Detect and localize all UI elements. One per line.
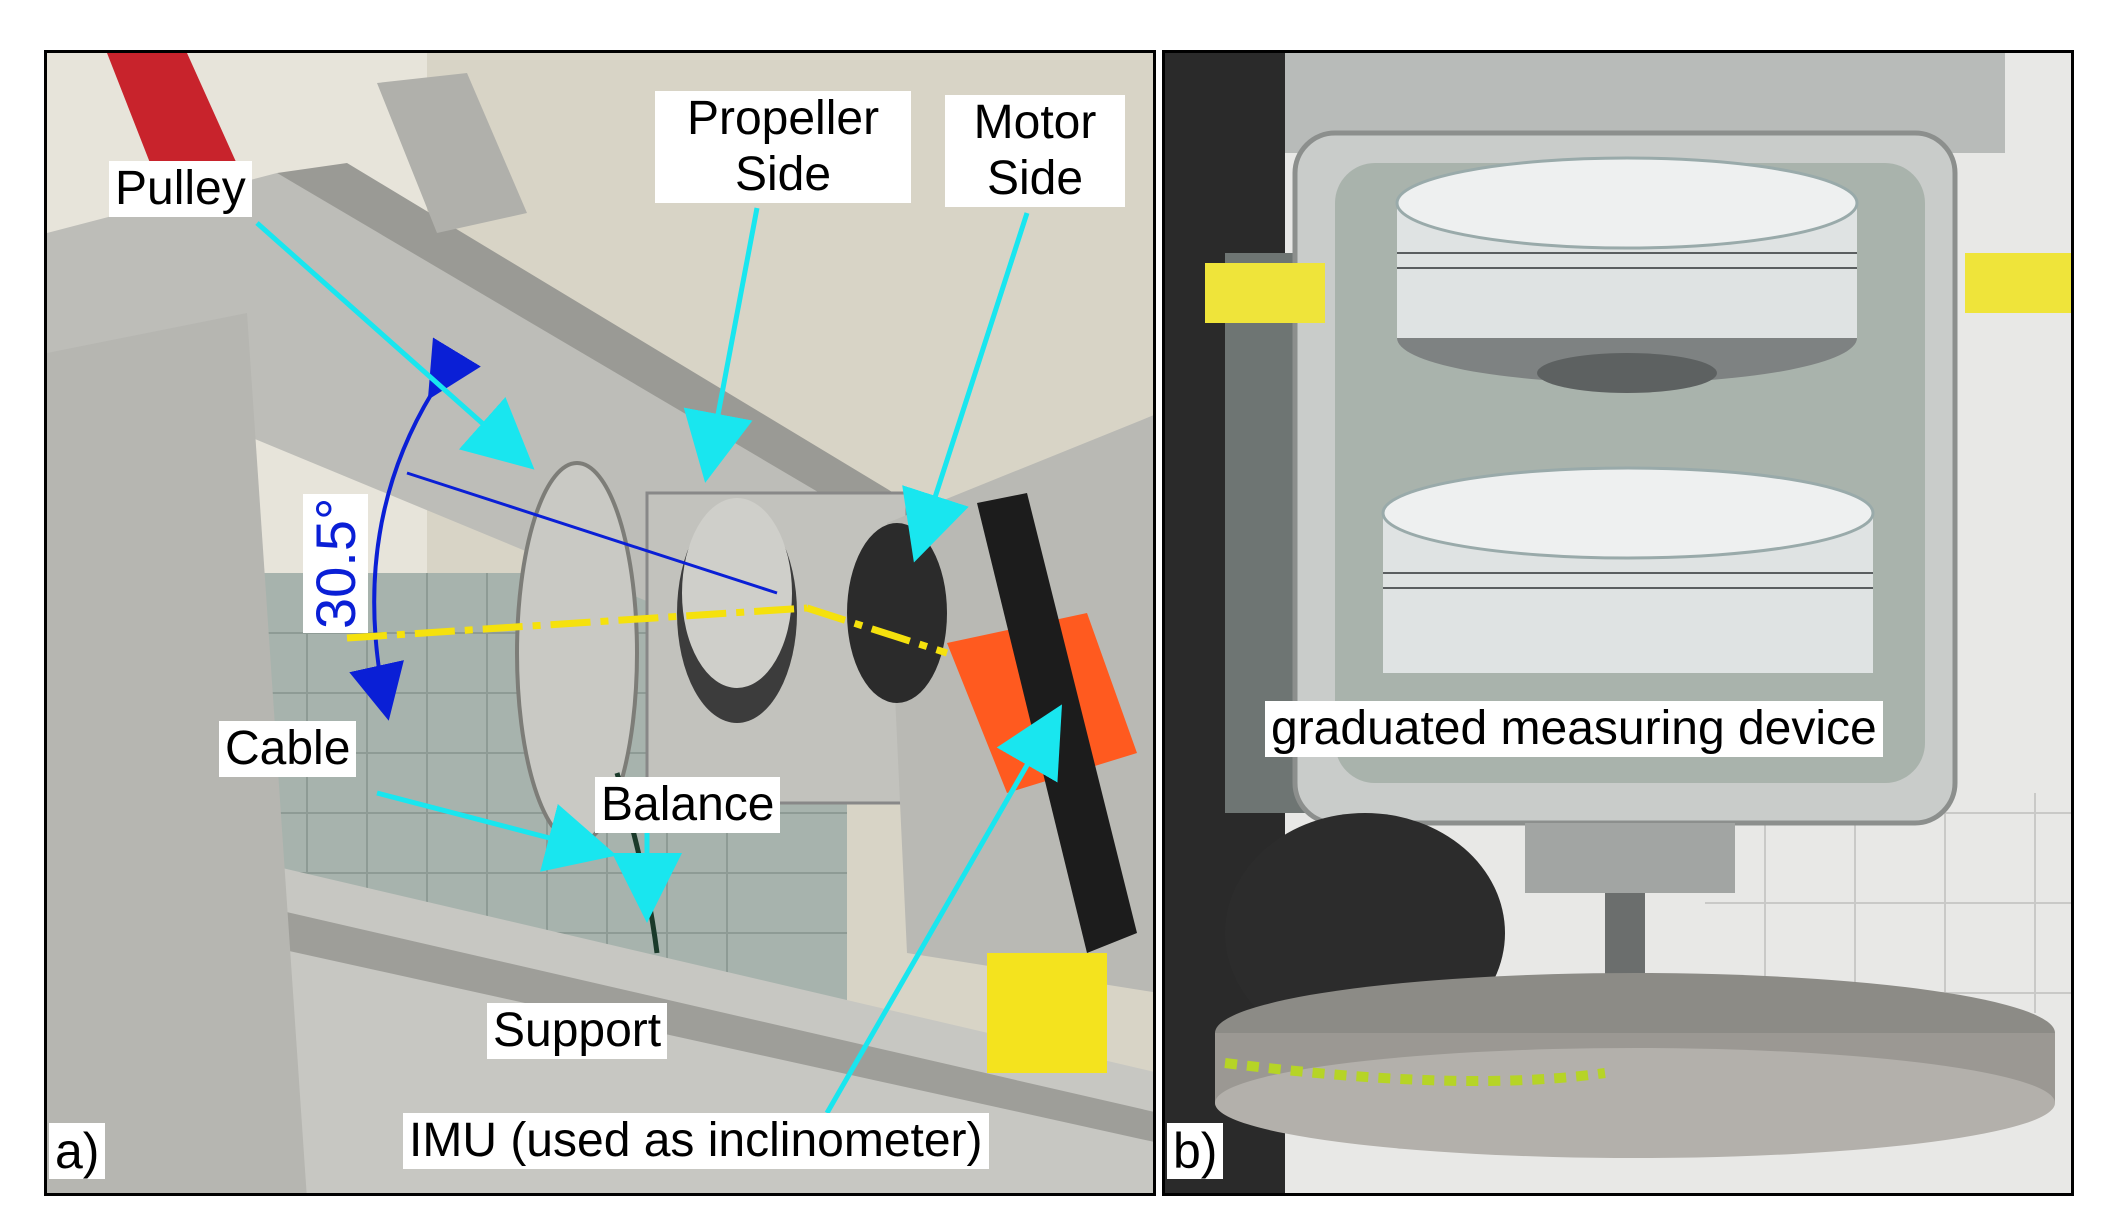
label-balance: Balance	[595, 777, 781, 833]
panel-tag-b: b)	[1167, 1123, 1224, 1179]
label-pulley: Pulley	[109, 161, 252, 217]
label-support: Support	[487, 1003, 668, 1059]
label-motor-side-line2: Side	[986, 152, 1084, 205]
label-cable: Cable	[219, 721, 357, 777]
label-propeller-side: Propeller Side	[655, 91, 911, 203]
photo-panel-a: Pulley Propeller Side Motor Side 30.5° C…	[44, 50, 1156, 1196]
panel-tag-a: a)	[49, 1123, 106, 1179]
photo-panel-b: graduated measuring device b)	[1162, 50, 2074, 1196]
photo-illustration-b	[1165, 53, 2071, 1193]
label-propeller-side-line1: Propeller	[686, 92, 880, 145]
label-motor-side-line1: Motor	[973, 96, 1097, 149]
label-propeller-side-line2: Side	[734, 148, 832, 201]
label-graduated-measuring-device: graduated measuring device	[1265, 701, 1883, 757]
photo-illustration-a	[47, 53, 1153, 1193]
label-motor-side: Motor Side	[945, 95, 1125, 207]
label-imu: IMU (used as inclinometer)	[403, 1113, 989, 1169]
label-angle: 30.5°	[303, 493, 368, 633]
